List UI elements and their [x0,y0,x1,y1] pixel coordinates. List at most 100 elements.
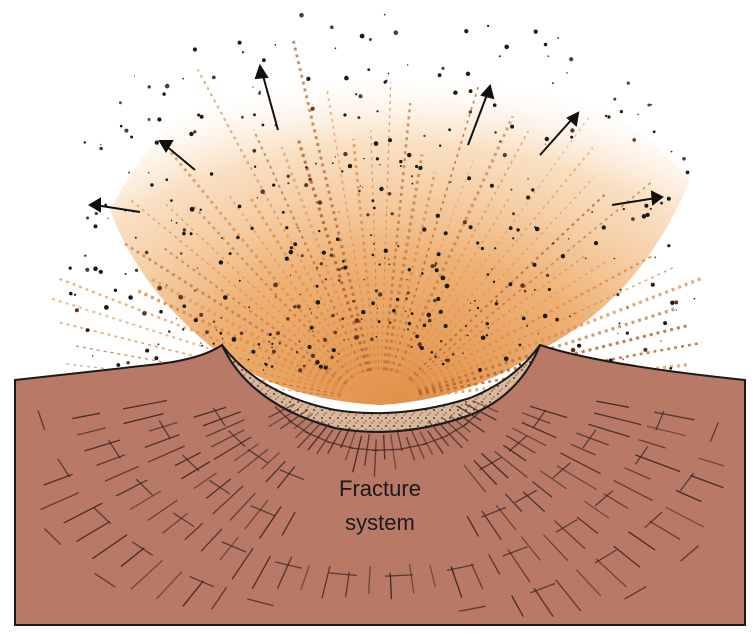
debris-particle [388,259,389,260]
debris-particle [251,350,255,354]
debris-particle [399,160,402,163]
debris-particle [519,344,522,347]
debris-particle [441,67,444,70]
debris-particle [373,207,376,210]
debris-particle [197,267,198,268]
debris-particle [182,78,184,80]
debris-particle [463,220,467,224]
debris-particle [439,145,441,147]
debris-particle [397,245,399,247]
debris-particle [335,156,336,157]
debris-particle [319,365,323,369]
debris-particle [190,207,195,212]
debris-particle [510,189,512,191]
debris-particle [120,125,123,128]
debris-particle [364,279,366,281]
debris-particle [330,25,334,29]
debris-particle [552,82,554,84]
debris-particle [627,307,629,309]
debris-particle [183,304,187,308]
debris-particle [275,296,276,297]
debris-particle [312,331,313,332]
debris-particle [311,107,315,111]
debris-particle [373,243,375,245]
debris-particle [74,294,76,296]
debris-particle [670,301,674,305]
debris-particle [408,268,411,271]
debris-particle [510,125,514,129]
debris-particle [446,358,450,362]
debris-particle [531,188,534,191]
debris-particle [85,268,89,272]
debris-particle [114,289,117,292]
debris-particle [538,333,539,334]
debris-particle [469,89,473,93]
debris-particle [84,255,86,257]
debris-particle [452,353,455,356]
debris-particle [476,241,479,244]
debris-particle [332,162,334,164]
debris-particle [119,101,122,104]
debris-particle [253,113,256,116]
debris-particle [571,348,576,353]
debris-particle [316,267,318,269]
debris-particle [229,252,232,255]
debris-particle [265,363,268,366]
debris-particle [376,110,378,112]
debris-particle [150,183,153,186]
debris-particle [411,346,413,348]
debris-particle [660,202,663,205]
debris-particle [647,104,650,107]
debris-particle [577,344,581,348]
debris-particle [570,136,573,139]
debris-particle [400,165,402,167]
debris-particle [493,103,497,107]
debris-particle [148,172,150,174]
debris-particle [375,289,378,292]
debris-particle [94,224,98,228]
debris-particle [359,94,363,98]
debris-particle [448,128,451,131]
debris-particle [176,318,177,319]
debris-particle [423,135,425,137]
debris-particle [667,244,670,247]
debris-particle [394,30,399,35]
debris-particle [316,300,321,305]
debris-particle [627,82,630,85]
debris-particle [93,267,98,272]
debris-particle [200,342,201,343]
debris-particle [219,332,222,335]
debris-particle [180,252,182,254]
debris-particle [360,34,365,39]
debris-particle [569,57,573,61]
debris-particle [128,295,133,300]
debris-particle [544,43,548,47]
debris-particle [296,351,298,353]
debris-particle [193,47,197,51]
debris-particle [178,295,183,300]
debris-particle [158,343,160,345]
debris-particle [391,212,394,215]
debris-particle [304,183,308,187]
debris-particle [116,363,120,367]
debris-particle [376,336,378,338]
debris-particle [238,41,242,45]
debris-particle [464,29,468,33]
debris-particle [651,283,655,287]
debris-particle [100,144,101,145]
debris-particle [311,354,315,358]
debris-particle [436,214,440,218]
debris-particle [290,275,291,276]
debris-particle [363,158,365,160]
debris-particle [170,199,173,202]
debris-particle [182,328,184,330]
debris-particle [285,226,288,229]
debris-particle [293,242,297,246]
debris-particle [669,367,672,370]
debris-particle [504,45,509,50]
debris-particle [338,279,341,282]
debris-particle [201,345,203,347]
debris-particle [176,222,178,224]
debris-particle [466,72,470,76]
